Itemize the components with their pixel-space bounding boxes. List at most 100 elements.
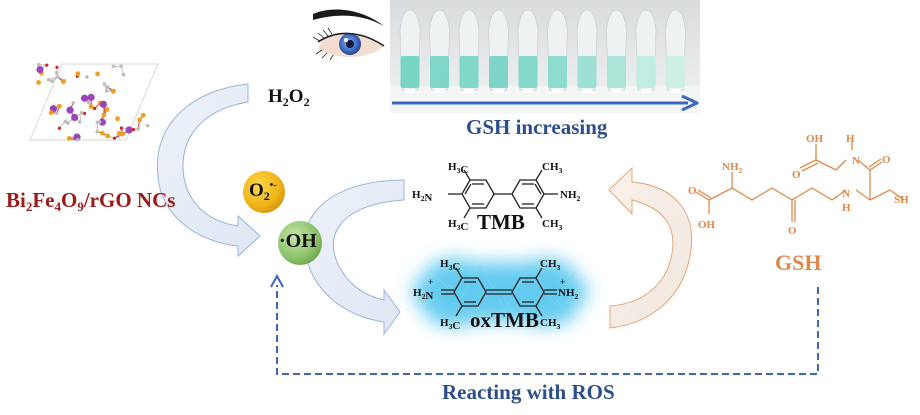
atom <box>95 130 99 134</box>
superoxide-radical-sign: •- <box>270 180 277 191</box>
atom <box>61 79 66 84</box>
gsh-atom: H <box>842 202 851 214</box>
tube <box>489 10 509 93</box>
oxtmb-methyl-top-right: CH3 <box>540 258 561 272</box>
atom <box>76 138 80 142</box>
tube <box>636 10 656 93</box>
tube <box>607 10 627 93</box>
atom <box>113 137 116 140</box>
atom <box>71 114 78 121</box>
oxtmb-label: oxTMB <box>470 308 539 333</box>
atom <box>105 134 110 139</box>
h2o2-subscript: 2 <box>304 95 310 109</box>
eye-icon <box>313 10 384 60</box>
gsh-atom: NH2 <box>722 161 743 175</box>
atom <box>75 71 80 76</box>
gsh-atom: N <box>842 188 850 200</box>
oxtmb-charge-right: + <box>560 277 565 287</box>
tmb-methyl-bottom-left: H3C <box>448 218 468 233</box>
tube <box>430 10 450 93</box>
atom <box>55 66 58 69</box>
atom <box>86 101 90 105</box>
material-label-part: /rGO NCs <box>84 188 176 212</box>
tmb-methyl-bottom-right: CH3 <box>542 218 563 232</box>
curved-arrow-gsh-reduction <box>609 168 692 328</box>
tmb-amine-right: NH2 <box>560 189 581 203</box>
atom <box>126 126 133 133</box>
atom <box>100 131 105 136</box>
atom <box>58 127 61 130</box>
oxtmb-charge-left: + <box>428 277 433 287</box>
atom <box>132 128 135 131</box>
atom <box>37 63 41 67</box>
atom <box>100 101 107 108</box>
atom <box>111 89 116 94</box>
atom <box>117 131 122 136</box>
atom <box>106 85 110 89</box>
h2o2-element: H <box>268 86 283 107</box>
atom <box>112 65 116 69</box>
atom <box>98 120 102 124</box>
gsh-atom: OH <box>698 219 716 231</box>
atom <box>93 107 96 110</box>
atom <box>47 78 51 82</box>
gsh-atom: N <box>852 155 860 167</box>
atom <box>66 106 73 113</box>
atom <box>105 107 110 112</box>
gsh-atom: OH <box>806 133 824 145</box>
atom <box>55 71 59 75</box>
gsh-label: GSH <box>775 250 821 276</box>
tube <box>518 10 538 93</box>
tube <box>459 10 479 93</box>
material-label-part: O <box>61 188 77 212</box>
tube <box>548 10 568 93</box>
atom <box>137 118 142 123</box>
atom <box>136 127 140 131</box>
tmb-methyl-top-left: H3C <box>448 161 468 176</box>
atom <box>120 126 123 129</box>
atom <box>67 136 72 141</box>
atom <box>141 113 146 118</box>
atom <box>102 82 106 86</box>
atom <box>81 95 88 102</box>
tube <box>666 10 686 93</box>
atom <box>56 75 60 79</box>
h2o2-element: O <box>289 86 304 107</box>
atom <box>49 110 54 115</box>
feedback-label: Reacting with ROS <box>442 380 615 405</box>
curved-arrow-tmb-to-oxtmb <box>304 180 404 334</box>
atom <box>57 104 62 109</box>
atom <box>36 80 41 85</box>
gsh-atom: O <box>788 225 797 237</box>
tmb-label: TMB <box>477 210 525 235</box>
atom <box>78 120 82 124</box>
gsh-atom: O <box>792 169 801 181</box>
atom <box>105 89 109 93</box>
atom <box>85 75 89 79</box>
gsh-atom: SH <box>894 194 909 206</box>
atom <box>66 121 70 125</box>
gsh-atom: H <box>846 133 855 145</box>
atom <box>45 63 48 66</box>
atom <box>36 66 43 73</box>
crystal-structure-illustration <box>30 63 158 142</box>
atom <box>102 112 107 117</box>
gsh-atom: O <box>882 154 891 166</box>
tube <box>577 10 597 93</box>
material-label-part: Bi <box>6 188 26 212</box>
tmb-methyl-top-right: CH3 <box>542 161 563 175</box>
superoxide-label: O2•- <box>249 180 277 204</box>
atom <box>122 73 126 77</box>
atom <box>50 79 54 83</box>
atom <box>95 72 100 77</box>
atom <box>146 124 150 128</box>
material-label: Bi2Fe4O9/rGO NCs <box>6 188 175 215</box>
curved-arrow-h2o2-to-ros <box>157 84 260 256</box>
atom <box>119 64 123 68</box>
atom <box>83 112 86 115</box>
atom <box>55 111 59 115</box>
atom <box>71 101 75 105</box>
h2o2-label: H2O2 <box>268 86 310 110</box>
atom <box>115 116 120 121</box>
